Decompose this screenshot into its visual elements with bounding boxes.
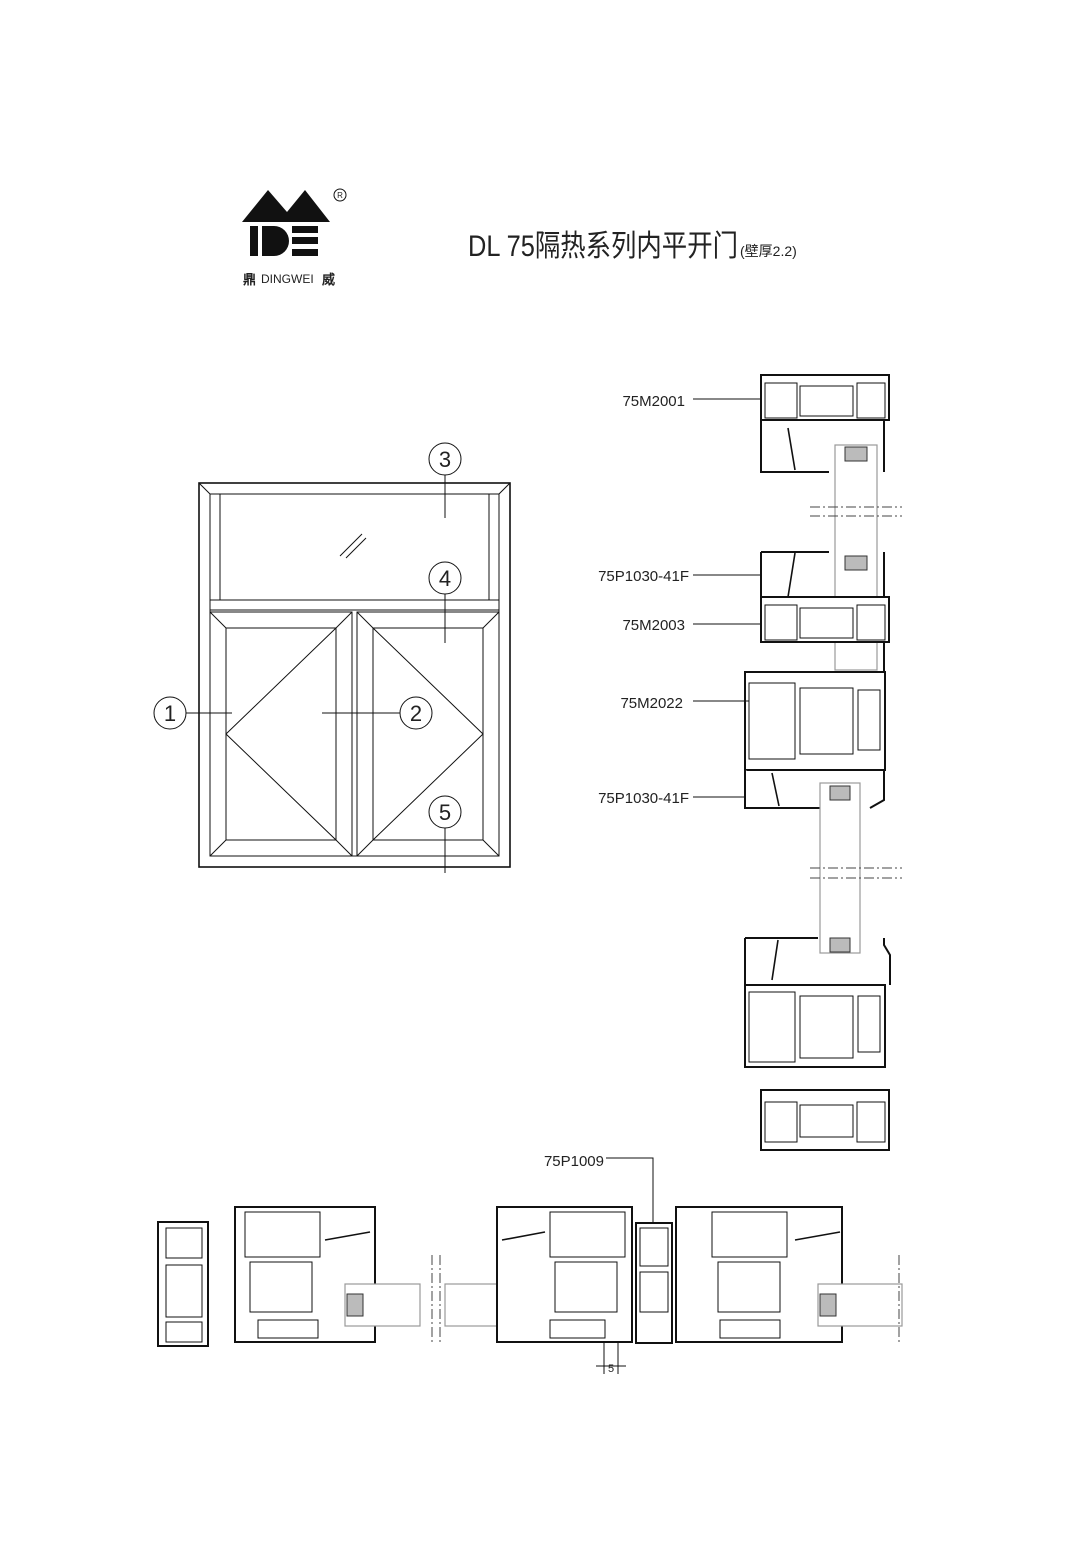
callout-5: 5 xyxy=(428,795,462,829)
callout-2: 2 xyxy=(399,696,433,730)
label-75p1030-41f-top: 75P1030-41F xyxy=(598,568,689,585)
label-75p1030-41f-bottom: 75P1030-41F xyxy=(598,790,689,807)
logo-cn-left: 鼎 xyxy=(243,272,256,287)
svg-text:3: 3 xyxy=(439,447,451,472)
label-75m2001: 75M2001 xyxy=(622,393,685,410)
svg-text:1: 1 xyxy=(164,701,176,726)
label-75m2022: 75M2022 xyxy=(620,695,683,712)
logo-brand-text: DINGWEI xyxy=(261,272,314,286)
logo-cn-right: 威 xyxy=(322,272,335,287)
vertical-section: 75M2001 75P1030-41F 75M2003 75M2022 75P1… xyxy=(598,374,902,1151)
label-75m2003: 75M2003 xyxy=(622,617,685,634)
horizontal-section: 5 75P1009 xyxy=(157,1153,903,1375)
label-75p1009: 75P1009 xyxy=(544,1153,604,1170)
callout-3: 3 xyxy=(428,442,462,476)
dimension-5: 5 xyxy=(608,1363,614,1375)
page-subtitle: (壁厚2.2) xyxy=(740,243,797,259)
door-elevation: 1 2 3 4 5 xyxy=(153,442,511,873)
svg-text:4: 4 xyxy=(439,566,451,591)
dingwei-logo: R 鼎 DINGWEI 威 xyxy=(242,188,347,287)
registered-mark: R xyxy=(337,191,343,200)
page-title: DL 75隔热系列内平开门 xyxy=(468,230,738,263)
svg-text:5: 5 xyxy=(439,800,451,825)
callout-1: 1 xyxy=(153,696,187,730)
svg-text:2: 2 xyxy=(410,701,422,726)
callout-4: 4 xyxy=(428,561,462,595)
